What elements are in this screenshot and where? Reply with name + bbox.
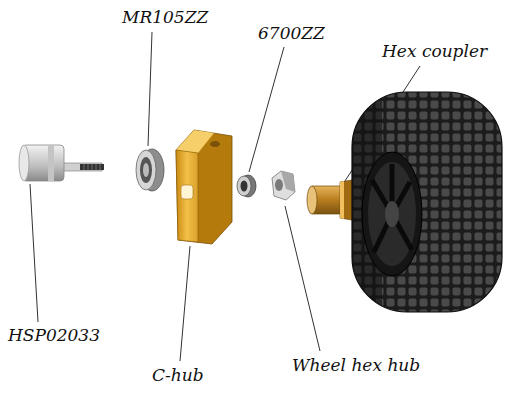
wheel <box>352 92 502 312</box>
part-label: Wheel hex hub <box>290 356 422 375</box>
bearing <box>136 149 164 191</box>
bearing <box>237 175 256 197</box>
leader-lines <box>30 32 420 361</box>
part-label: MR105ZZ <box>120 8 210 27</box>
part-label: C-hub <box>150 366 206 385</box>
part-label: 6700ZZ <box>256 24 327 43</box>
part-label: HSP02033 <box>6 326 102 345</box>
c-hub <box>176 130 232 244</box>
axle-part <box>19 145 104 181</box>
part-label: Hex coupler <box>380 42 489 61</box>
hex-nut <box>272 171 295 200</box>
